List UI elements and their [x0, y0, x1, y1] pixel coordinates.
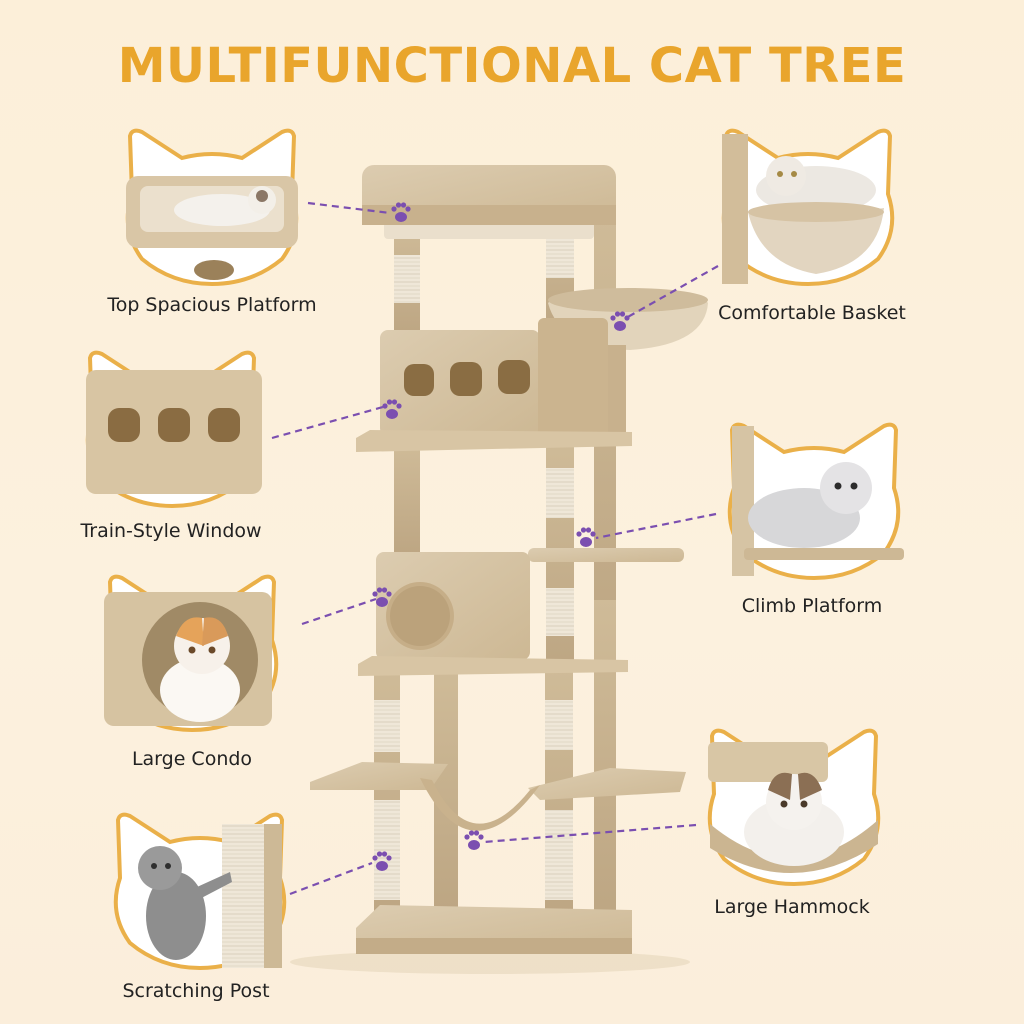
page-title: MULTIFUNCTIONAL CAT TREE	[117, 38, 907, 94]
hammock-shape	[310, 762, 686, 831]
feature-label-window: Train-Style Window	[80, 520, 262, 542]
feature-label-basket: Comfortable Basket	[718, 302, 906, 324]
feature-label-hammock: Large Hammock	[714, 896, 870, 918]
feature-bubble-hammock	[707, 728, 881, 887]
paw-icon	[610, 311, 630, 331]
climb-platform-shape	[528, 548, 684, 562]
feature-bubble-basket	[721, 128, 895, 287]
paw-icon	[464, 830, 484, 850]
top-platform-shape	[362, 165, 616, 239]
paw-icon	[576, 527, 596, 547]
paw-icon	[372, 587, 392, 607]
base-platform	[356, 905, 632, 954]
feature-bubble-window	[85, 350, 262, 509]
large-condo-shape	[358, 552, 628, 676]
paw-icon	[372, 851, 392, 871]
feature-bubble-climb-platform	[727, 422, 904, 581]
feature-bubble-scratching-post	[113, 812, 287, 971]
train-window-condo	[356, 318, 632, 452]
paw-icon	[382, 399, 402, 419]
feature-label-condo: Large Condo	[131, 748, 253, 770]
feature-label-top-platform: Top Spacious Platform	[107, 294, 317, 316]
feature-label-climb-platform: Climb Platform	[741, 595, 883, 617]
feature-bubble-top-platform	[125, 128, 299, 287]
feature-label-scratching-post: Scratching Post	[122, 980, 270, 1002]
paw-icon	[391, 202, 411, 222]
feature-bubble-condo	[104, 574, 279, 733]
